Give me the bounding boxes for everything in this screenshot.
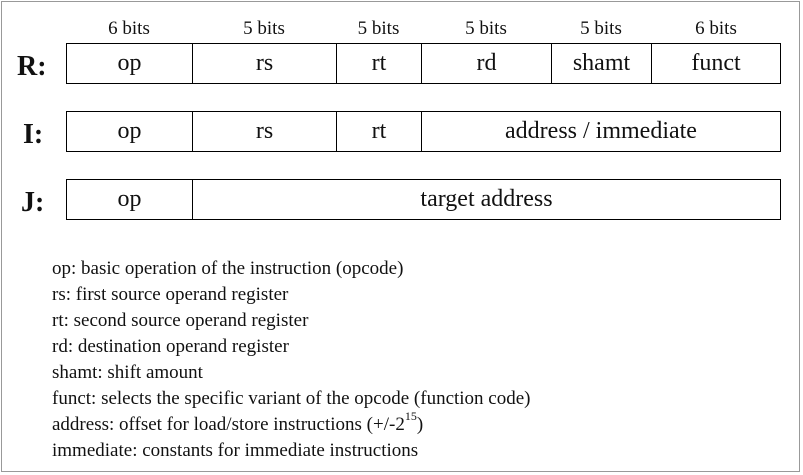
r-field-funct: funct xyxy=(691,50,741,76)
legend-rt: rt: second source operand register xyxy=(52,310,309,331)
format-label-j: J: xyxy=(21,187,45,218)
bit-width-shamt: 5 bits xyxy=(580,18,622,39)
bit-width-funct: 6 bits xyxy=(695,18,737,39)
r-field-shamt: shamt xyxy=(552,44,652,83)
field-legend: op: basic operation of the instruction (… xyxy=(52,256,531,464)
r-field-op: op xyxy=(67,44,193,83)
legend-op: op: basic operation of the instruction (… xyxy=(52,258,404,279)
i-field-address-immediate: address / immediate xyxy=(505,118,697,144)
j-field-op: op xyxy=(67,180,193,219)
legend-funct: funct: selects the specific variant of t… xyxy=(52,388,531,409)
j-format-row: op target address xyxy=(66,179,781,220)
r-field-rs: rs xyxy=(193,44,337,83)
legend-address-close: ) xyxy=(416,414,424,435)
bit-width-rs: 5 bits xyxy=(243,18,285,39)
bit-width-rt: 5 bits xyxy=(357,18,400,39)
i-field-rt: rt xyxy=(337,112,422,151)
legend-shamt: shamt: shift amount xyxy=(52,362,203,383)
j-field-target-address: target address xyxy=(420,186,553,212)
i-format-row: op rs rt address / immediate xyxy=(66,111,781,152)
legend-address-text: address: offset for load/store instructi… xyxy=(52,414,405,435)
legend-rd: rd: destination operand register xyxy=(52,336,289,357)
r-field-rd: rd xyxy=(422,44,552,83)
bit-width-op: 6 bits xyxy=(108,18,150,39)
r-format-row: op rs rt rd shamt funct xyxy=(66,43,781,84)
i-field-op: op xyxy=(67,112,193,151)
i-field-rs: rs xyxy=(193,112,337,151)
legend-address: address: offset for load/store instructi… xyxy=(52,408,531,438)
r-field-rt: rt xyxy=(337,44,422,83)
legend-address-exponent: 15 xyxy=(404,408,417,423)
format-label-i: I: xyxy=(23,119,44,150)
legend-immediate: immediate: constants for immediate instr… xyxy=(52,440,419,461)
bit-width-rd: 5 bits xyxy=(465,18,507,39)
legend-rs: rs: first source operand register xyxy=(52,284,289,305)
format-label-r: R: xyxy=(17,51,47,82)
